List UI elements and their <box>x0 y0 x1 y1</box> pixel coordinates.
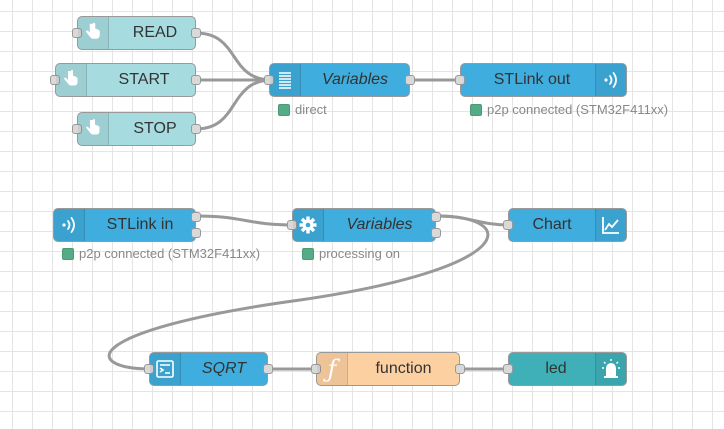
output-port-1[interactable] <box>431 212 441 222</box>
gear-icon <box>293 209 324 241</box>
status-dot <box>278 103 290 116</box>
output-port[interactable] <box>263 364 273 374</box>
stlink-in-node[interactable]: STLink in <box>53 208 201 242</box>
output-port[interactable] <box>191 28 201 38</box>
node-label: START <box>118 71 170 88</box>
status-dot <box>470 103 482 116</box>
variables-node-2[interactable]: Variables <box>287 208 441 242</box>
wire-stlinkin-variables <box>195 214 296 227</box>
inject-start-node[interactable]: START <box>50 63 201 97</box>
line-chart-icon <box>595 209 626 241</box>
status-text: p2p connected (STM32F411xx) <box>487 102 669 117</box>
hand-pointer-icon <box>78 113 109 145</box>
script-icon <box>150 353 181 385</box>
node-label: Variables <box>346 216 413 233</box>
sqrt-node[interactable]: SQRT <box>144 352 273 386</box>
light-bulb-icon <box>595 353 626 385</box>
wire-stop-variables <box>195 78 273 131</box>
input-port[interactable] <box>503 364 513 374</box>
node-label: function <box>375 360 432 377</box>
node-status: direct <box>278 102 327 117</box>
node-label: STLink in <box>106 216 174 233</box>
hand-pointer-icon <box>56 64 87 96</box>
status-dot <box>62 247 74 260</box>
node-status: p2p connected (STM32F411xx) <box>62 246 260 261</box>
status-text: p2p connected (STM32F411xx) <box>79 246 261 261</box>
node-label: led <box>545 360 567 377</box>
status-text: processing on <box>319 246 400 261</box>
node-label: Chart <box>532 216 572 233</box>
inject-read-node[interactable]: READ <box>72 16 201 50</box>
chart-node[interactable]: Chart <box>503 208 627 242</box>
node-label: READ <box>132 24 178 41</box>
input-port[interactable] <box>455 75 465 85</box>
output-port[interactable] <box>191 124 201 134</box>
output-port-2[interactable] <box>431 228 441 238</box>
output-port-1[interactable] <box>191 212 201 222</box>
output-port-2[interactable] <box>191 228 201 238</box>
node-status: p2p connected (STM32F411xx) <box>470 102 668 117</box>
status-dot <box>302 247 314 260</box>
node-label: STLink out <box>493 71 571 88</box>
wireless-icon <box>54 209 85 241</box>
wireless-icon <box>595 64 626 96</box>
hand-pointer-icon <box>78 17 109 49</box>
status-text: direct <box>295 102 327 117</box>
output-port[interactable] <box>191 75 201 85</box>
input-port[interactable] <box>311 364 321 374</box>
output-port[interactable] <box>455 364 465 374</box>
input-port[interactable] <box>503 220 513 230</box>
function-icon: ƒ <box>317 353 348 385</box>
inject-button-port[interactable] <box>72 28 82 38</box>
stlink-out-node[interactable]: STLink out <box>455 63 627 97</box>
node-label: SQRT <box>201 360 247 377</box>
node-label: STOP <box>133 120 177 137</box>
variables-node-1[interactable]: Variables <box>264 63 415 97</box>
node-label: Variables <box>321 71 389 88</box>
input-port[interactable] <box>287 220 297 230</box>
led-node[interactable]: led <box>503 352 627 386</box>
node-status: processing on <box>302 246 400 261</box>
input-port[interactable] <box>144 364 154 374</box>
list-icon <box>270 64 301 96</box>
function-node[interactable]: ƒ function <box>311 352 465 386</box>
inject-stop-node[interactable]: STOP <box>72 112 201 146</box>
wire-variables-chart <box>435 214 513 227</box>
inject-button-port[interactable] <box>50 75 60 85</box>
input-port[interactable] <box>264 75 274 85</box>
inject-button-port[interactable] <box>72 124 82 134</box>
wire-read-variables <box>195 31 273 82</box>
output-port[interactable] <box>405 75 415 85</box>
